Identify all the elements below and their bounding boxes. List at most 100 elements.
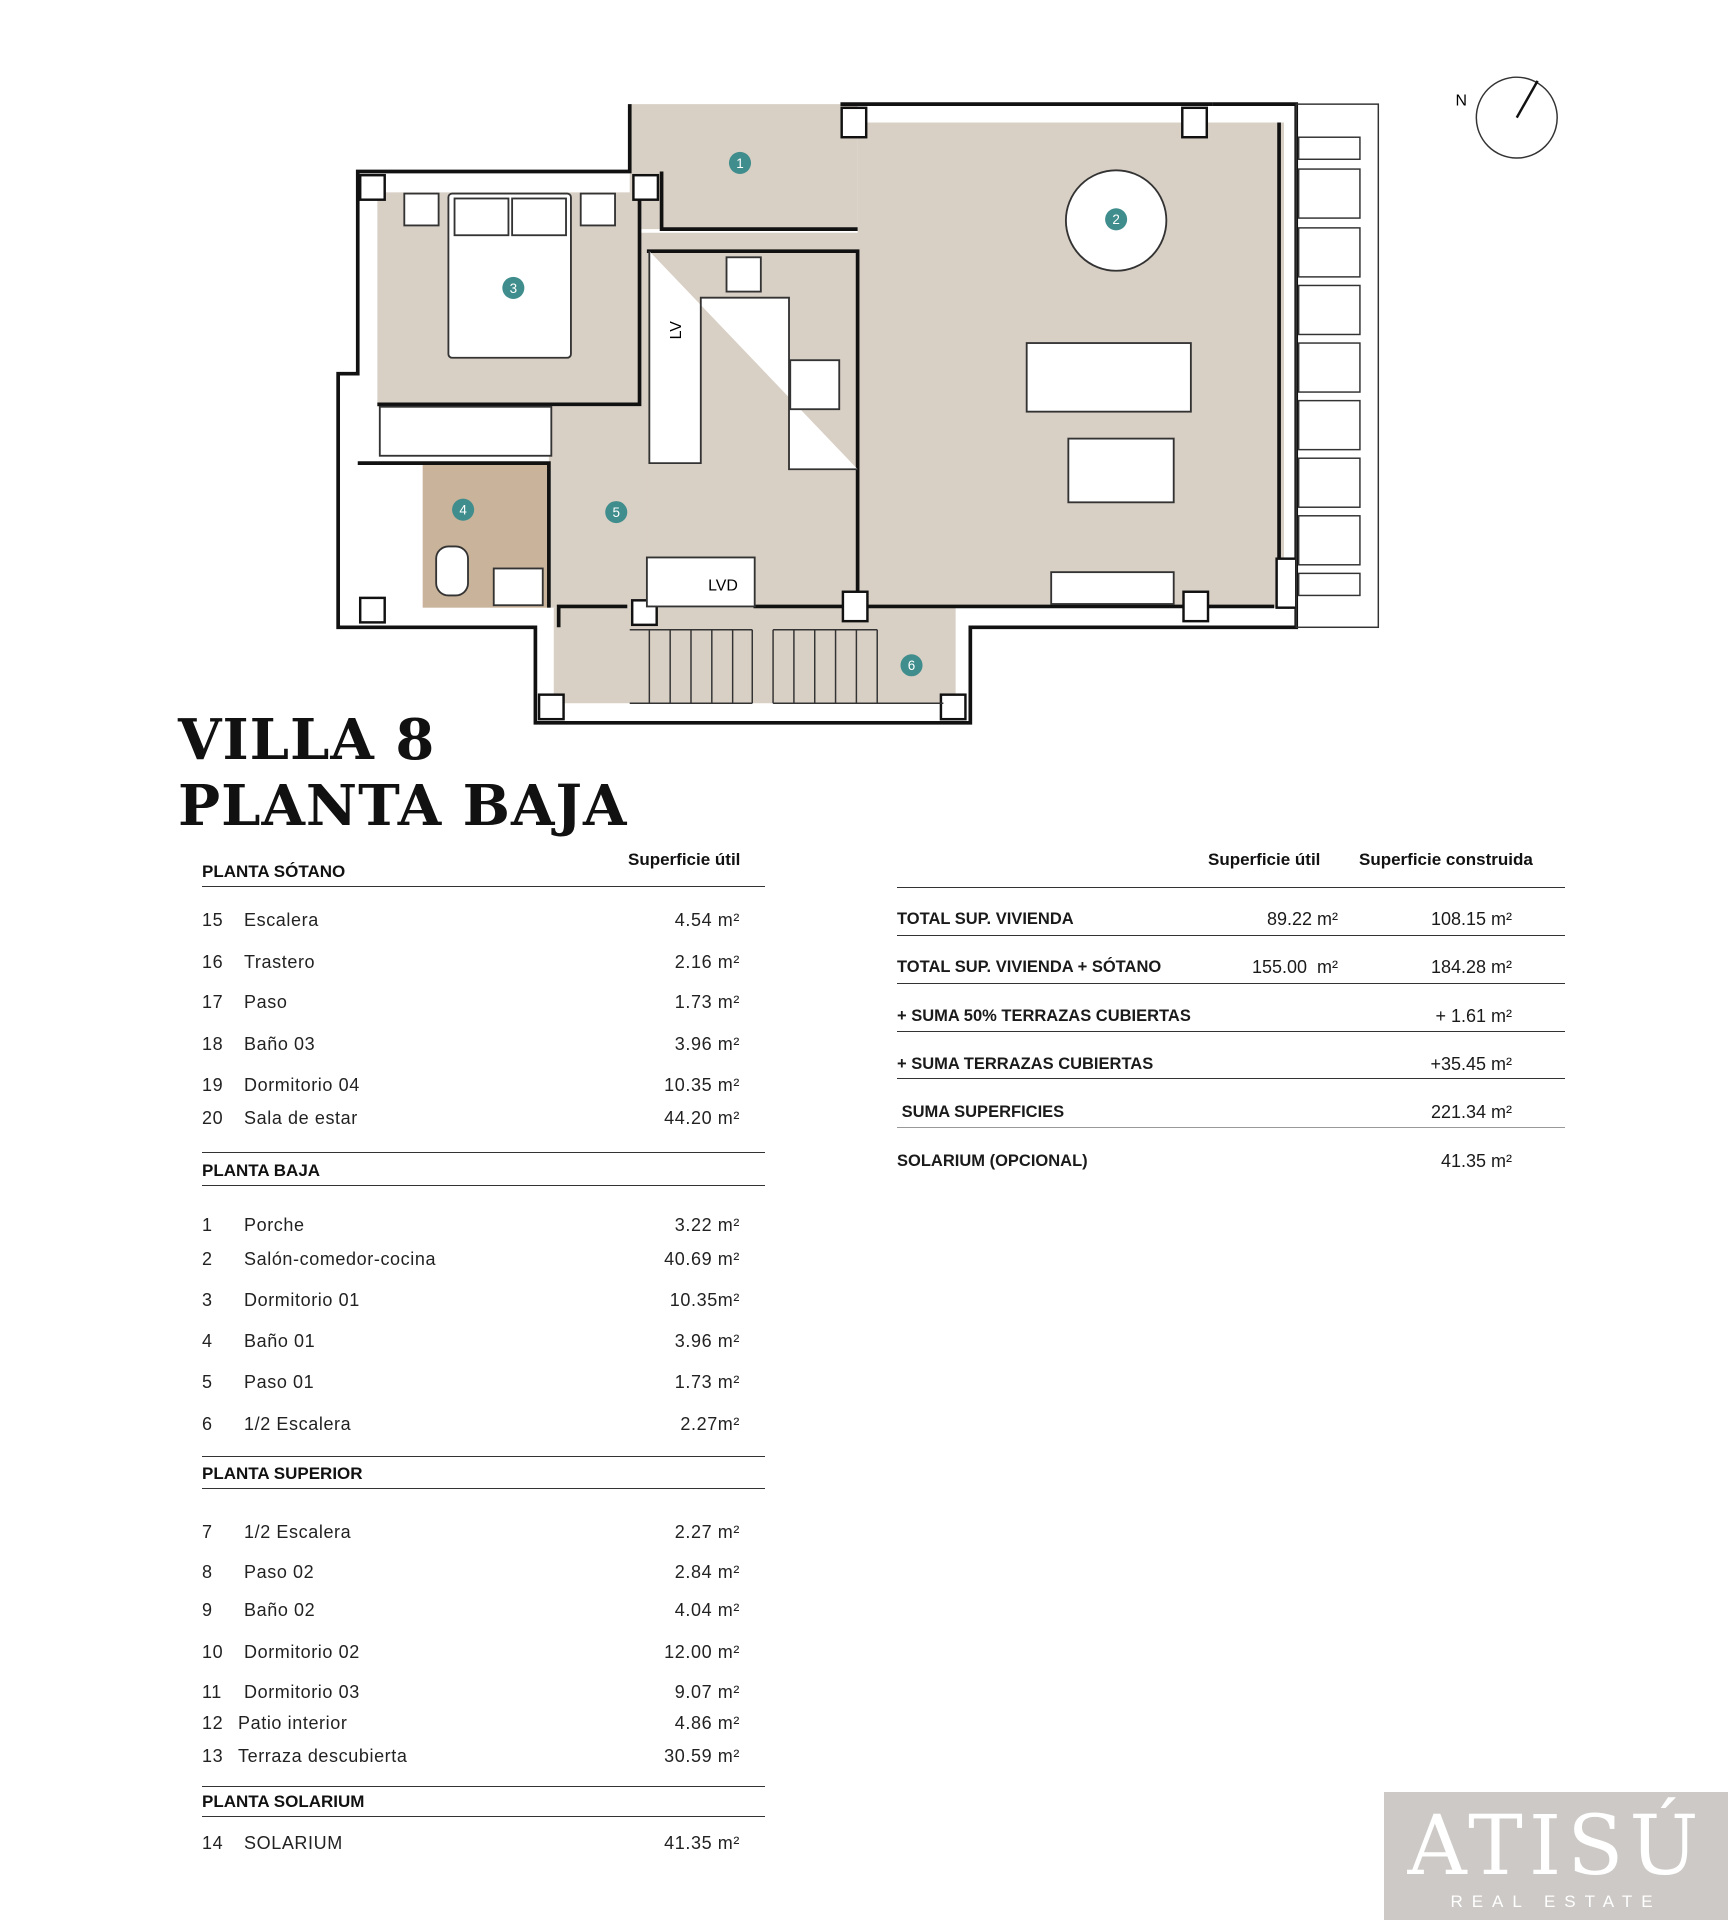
summary-label: SUMA SUPERFICIES [897, 1103, 1065, 1121]
row-name: Terraza descubierta [238, 1746, 408, 1766]
summary-util: 89.22 m² [1266, 909, 1338, 929]
atisu-logo: ATISÚ REAL ESTATE [1384, 1792, 1728, 1920]
row-number: 7 [202, 1522, 213, 1542]
summary-row: SOLARIUM (OPCIONAL) 41.35 m² [897, 1149, 1565, 1173]
room-marker-2: 2 [1112, 212, 1120, 227]
row-number: 12 [202, 1713, 224, 1733]
table-row: 14 SOLARIUM 41.35 m² [202, 1831, 740, 1855]
summary-label: SOLARIUM (OPCIONAL) [897, 1152, 1088, 1170]
table-row: 1 Porche 3.22 m² [202, 1213, 740, 1237]
divider [202, 886, 765, 887]
divider [202, 1816, 765, 1817]
compass-north-label: N [1455, 92, 1467, 109]
row-name: Porche [244, 1215, 305, 1235]
row-name: SOLARIUM [244, 1833, 343, 1853]
header-superficie-construida: Superficie construida [1359, 850, 1533, 869]
row-name: Trastero [244, 952, 316, 972]
room-markers: 1 2 3 4 5 6 [452, 151, 1128, 677]
table-row: 6 1/2 Escalera 2.27m² [202, 1412, 740, 1436]
summary-row: TOTAL SUP. VIVIENDA + SÓTANO 155.00 m² 184… [897, 955, 1565, 979]
logo-tagline: REAL ESTATE [1450, 1892, 1662, 1911]
row-value: 12.00 m² [664, 1642, 740, 1662]
row-value: 2.84 m² [674, 1562, 740, 1582]
summary-construida: 221.34 m² [1430, 1102, 1512, 1122]
row-number: 14 [202, 1833, 224, 1853]
row-number: 4 [202, 1331, 213, 1351]
summary-util: 155.00 m² [1251, 957, 1338, 977]
summary-construida: 41.35 m² [1440, 1151, 1512, 1171]
summary-label: TOTAL SUP. VIVIENDA + SÓTANO [897, 958, 1162, 976]
row-name: Dormitorio 03 [244, 1682, 360, 1702]
divider [897, 1031, 1565, 1032]
dishwasher-label: LVD [708, 578, 738, 595]
divider [202, 1488, 765, 1489]
summary-construida: 184.28 m² [1430, 957, 1512, 977]
divider [202, 1152, 765, 1153]
row-number: 1 [202, 1215, 213, 1235]
summary-construida: +35.45 m² [1430, 1054, 1512, 1074]
summary-label: TOTAL SUP. VIVIENDA [897, 910, 1074, 928]
table-row: 4 Baño 01 3.96 m² [202, 1329, 740, 1353]
row-value: 44.20 m² [664, 1108, 740, 1128]
row-name: Paso 02 [244, 1562, 315, 1582]
terrace-slats [1295, 103, 1380, 629]
divider [202, 1185, 765, 1186]
compass: N [1455, 76, 1558, 159]
row-name: 1/2 Escalera [244, 1414, 352, 1434]
row-number: 9 [202, 1600, 213, 1620]
row-name: Escalera [244, 910, 319, 930]
table-row: 13 Terraza descubierta 30.59 m² [202, 1744, 740, 1768]
left-column-header: Superficie útil [628, 850, 741, 869]
row-number: 15 [202, 910, 224, 930]
row-number: 11 [202, 1682, 222, 1702]
furniture [378, 169, 1192, 608]
row-value: 1.73 m² [674, 992, 740, 1012]
row-name: Baño 03 [244, 1034, 316, 1054]
row-value: 2.27m² [680, 1414, 740, 1434]
columns [358, 106, 1298, 721]
row-value: 3.96 m² [674, 1331, 740, 1351]
summary-row: SUMA SUPERFICIES 221.34 m² [897, 1100, 1565, 1124]
summary-label: + SUMA TERRAZAS CUBIERTAS [897, 1055, 1154, 1073]
summary-label: + SUMA 50% TERRAZAS CUBIERTAS [897, 1007, 1191, 1025]
title-floor: PLANTA BAJA [178, 773, 628, 839]
row-value: 4.04 m² [674, 1600, 740, 1620]
row-value: 4.86 m² [674, 1713, 740, 1733]
row-value: 1.73 m² [674, 1372, 740, 1392]
row-value: 30.59 m² [664, 1746, 740, 1766]
divider [897, 983, 1565, 984]
row-value: 40.69 m² [664, 1249, 740, 1269]
row-number: 13 [202, 1746, 224, 1766]
row-name: Dormitorio 01 [244, 1290, 360, 1310]
room-marker-1: 1 [736, 156, 744, 171]
row-value: 3.22 m² [674, 1215, 740, 1235]
floor-plan: N LV LVD 1 2 3 4 5 6 [336, 76, 1558, 725]
row-number: 3 [202, 1290, 213, 1310]
section-title-sotano: PLANTA SÓTANO [202, 862, 346, 881]
summary-row: + SUMA 50% TERRAZAS CUBIERTAS+ 1.61 m² [897, 1004, 1565, 1028]
row-name: Salón-comedor-cocina [244, 1249, 437, 1269]
row-number: 5 [202, 1372, 213, 1392]
row-name: Dormitorio 04 [244, 1075, 360, 1095]
section-title-solarium: PLANTA SOLARIUM [202, 1792, 365, 1811]
row-number: 17 [202, 992, 224, 1012]
row-value: 41.35 m² [664, 1833, 740, 1853]
row-name: 1/2 Escalera [244, 1522, 352, 1542]
row-name: Paso [244, 992, 288, 1012]
sink-label: LV [668, 321, 685, 340]
row-value: 3.96 m² [674, 1034, 740, 1054]
divider [897, 1078, 1565, 1079]
stairs [629, 629, 944, 704]
row-value: 10.35 m² [664, 1075, 740, 1095]
row-name: Sala de estar [244, 1108, 358, 1128]
row-name: Baño 01 [244, 1331, 316, 1351]
row-number: 6 [202, 1414, 213, 1434]
logo-name: ATISÚ [1407, 1799, 1705, 1894]
